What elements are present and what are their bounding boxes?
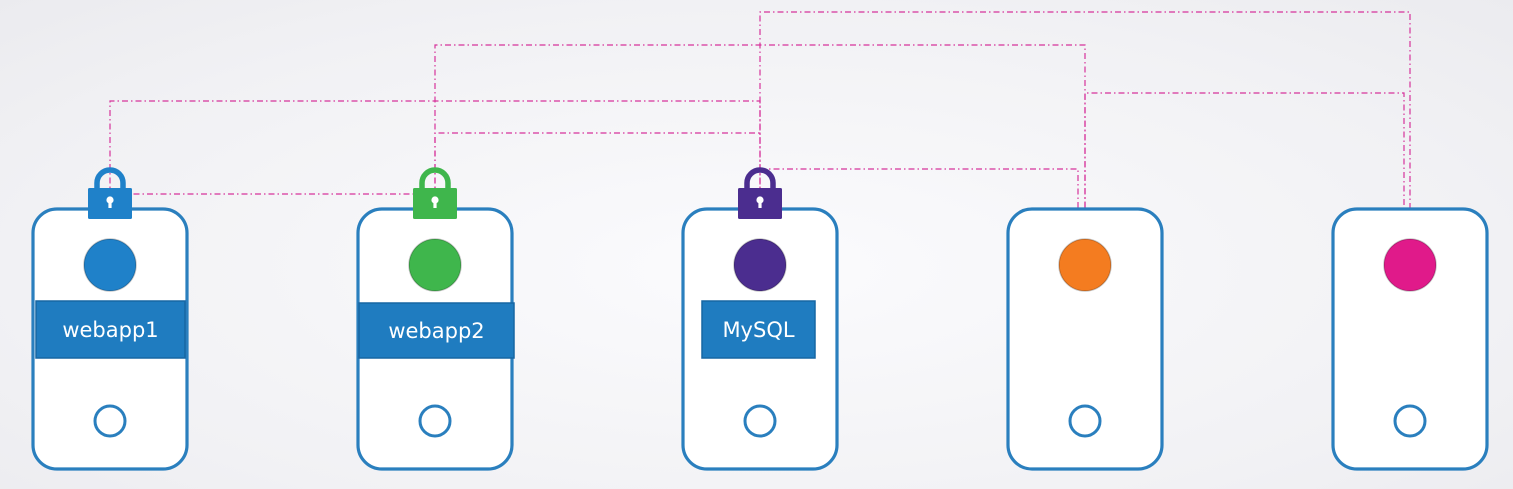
pod-label: webapp2 [388,319,484,343]
pod-circle-icon [733,238,787,292]
devices: webapp1 webapp2 MySQL [31,167,1489,471]
home-button-icon [418,404,452,438]
device-mysql[interactable]: MySQL [681,167,839,471]
device-webapp2[interactable]: webapp2 [356,167,515,471]
home-button-icon [1393,404,1427,438]
home-button-icon [743,404,777,438]
home-button-icon [93,404,127,438]
policy-link-4 [759,11,1411,235]
pod-circle-icon [1383,238,1437,292]
padlock-icon [413,167,457,219]
device-frame [1006,207,1164,471]
device-pod5[interactable] [1331,207,1489,471]
pod-label-box [35,300,186,359]
device-webapp1[interactable]: webapp1 [31,167,189,471]
pod-label-box [358,302,515,359]
device-frame [1331,207,1489,471]
policy-links [109,11,1411,235]
pod-label: MySQL [722,318,794,342]
device-pod4[interactable] [1006,207,1164,471]
padlock-icon [88,167,132,219]
pod-label-box [701,300,816,359]
padlock-icon [738,167,782,219]
pod-circle-icon [1058,238,1112,292]
pod-label: webapp1 [62,318,158,342]
pod-circle-icon [83,238,137,292]
home-button-icon [1068,404,1102,438]
policy-link-6 [1084,92,1405,235]
policy-link-3 [434,132,760,197]
pod-circle-icon [408,238,462,292]
